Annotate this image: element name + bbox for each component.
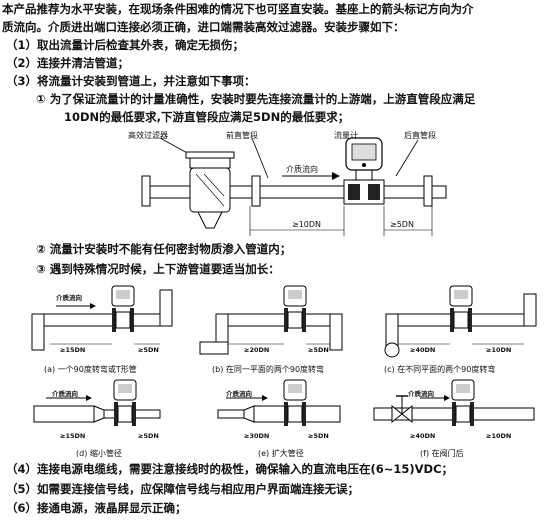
dim-b-up: ≥20DN xyxy=(244,346,270,354)
dim-f-down: ≥10DN xyxy=(486,432,512,440)
dim-c-up: ≥40DN xyxy=(410,346,436,354)
caption-c: (c) 在不同平面的两个90度转弯 xyxy=(384,365,496,374)
flow-label-e: 介质流向 xyxy=(226,390,252,398)
dim-f-up: ≥40DN xyxy=(410,432,436,440)
step-4: （4）连接电源电缆线，需要注意接线时的极性，确保输入的直流电压在(6~15)VD… xyxy=(6,462,454,476)
diagram-c xyxy=(384,285,537,358)
dim-a-down: ≥5DN xyxy=(138,346,159,354)
dim-e-up: ≥30DN xyxy=(244,432,270,440)
flow-label-a: 介质流向 xyxy=(56,294,82,302)
step-3: （3）将流量计安装到管道上，并注意如下事项： xyxy=(6,74,256,88)
dim-a-up: ≥15DN xyxy=(60,346,86,354)
caption-e: (e) 扩大管径 xyxy=(258,449,304,458)
intro-line-2: 质流向。介质进出端口连接必须正确，进口端需装高效过滤器。安装步骤如下： xyxy=(2,20,405,34)
dim-c-down: ≥10DN xyxy=(486,346,512,354)
flow-label-d: 介质流向 xyxy=(52,390,78,398)
step-6: （6）接通电源，液晶屏显示正确； xyxy=(6,501,187,515)
dim-d-up: ≥15DN xyxy=(60,432,86,440)
dim-b-down: ≥5DN xyxy=(308,346,329,354)
front-pipe-label: 前直管段 xyxy=(226,131,258,140)
caption-b: (b) 在同一平面的两个90度转弯 xyxy=(212,365,325,374)
diagram-f xyxy=(373,379,535,426)
meter-label: 流量计 xyxy=(334,131,358,140)
flow-direction-label: 介质流向 xyxy=(286,165,318,174)
step-2: （2）连接并清洁管道； xyxy=(6,56,130,70)
flow-label-f: 介质流向 xyxy=(408,390,434,398)
small-diagrams-row-2 xyxy=(33,379,535,426)
step-5: （5）如需要连接信号线，应保障信号线与相应用户界面端连接无误； xyxy=(6,482,359,496)
step-3-1-line-2: 10DN的最低要求,下游直管段应满足5DN的最低要求； xyxy=(64,110,350,124)
dim-upstream: ≥10DN xyxy=(292,220,322,229)
dim-e-down: ≥5DN xyxy=(308,432,329,440)
diagram-a xyxy=(31,285,173,351)
step-3-2: ② 流量计安装时不能有任何密封物质渗入管道内； xyxy=(36,242,292,256)
small-diagrams-row-1 xyxy=(31,285,537,358)
step-3-1-line-1: ① 为了保证流量计的计量准确性，安装时要先连接流量计的上游端，上游直管段应满足 xyxy=(36,92,476,106)
diagram-b xyxy=(199,285,343,355)
diagram-d xyxy=(33,379,161,426)
intro-line-1: 本产品推荐为水平安装，在现场条件困难的情况下也可竖直安装。基座上的箭头标记方向为… xyxy=(2,2,474,16)
caption-f: (f) 在阀门后 xyxy=(420,449,464,458)
diagram-e xyxy=(217,379,341,426)
rear-pipe-label: 后直管段 xyxy=(404,131,436,140)
main-installation-diagram xyxy=(141,137,447,236)
dim-downstream: ≥5DN xyxy=(390,220,414,229)
caption-a: (a) 一个90度转弯或T形管 xyxy=(44,365,137,374)
step-3-3: ③ 遇到特殊情况时候，上下游管道要适当加长： xyxy=(36,262,280,276)
step-1: （1）取出流量计后检查其外表，确定无损伤； xyxy=(6,38,244,52)
filter-label: 高效过滤器 xyxy=(128,131,168,140)
caption-d: (d) 缩小管径 xyxy=(76,449,122,458)
dim-d-down: ≥5DN xyxy=(138,432,159,440)
